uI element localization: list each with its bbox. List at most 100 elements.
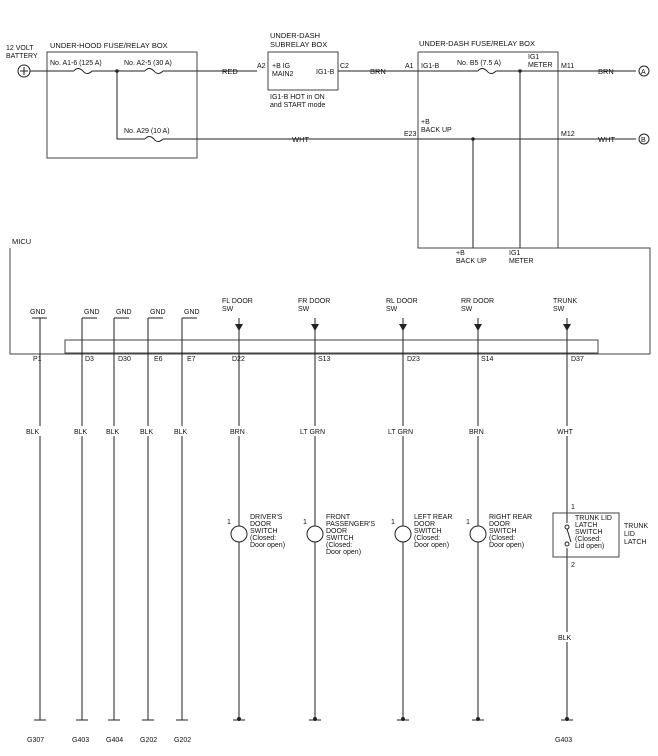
backup-label-2: BACK UP [421, 127, 452, 134]
door-switch-fl: FL DOOR SW D22 BRN 1 DRIVER'S DOOR SWITC… [222, 298, 285, 721]
diode-icon [399, 324, 407, 331]
fuse-a29-feed [116, 71, 473, 140]
gnd-label: GND [84, 309, 100, 316]
trunk-latch-box [552, 512, 620, 558]
trunk-inner-2: LATCH [575, 522, 597, 529]
pin-c2: C2 [340, 63, 349, 70]
door-switch-icon [469, 525, 487, 543]
trunk-wire-color: WHT [557, 429, 574, 436]
pin-m11: M11 [561, 63, 574, 70]
fuse-b5-label: No. B5 (7.5 A) [457, 60, 501, 67]
trunk-inner-3: SWITCH [575, 529, 603, 536]
pin-a2: A2 [257, 63, 266, 70]
pin-label: D23 [407, 356, 420, 363]
switch-name-1: RIGHT REAR [489, 514, 532, 521]
connector-b [638, 133, 650, 145]
relay-label-2: MAIN2 [272, 71, 294, 78]
switch-name-4: SWITCH [326, 535, 354, 542]
battery-label-1: 12 VOLT [6, 45, 34, 52]
battery-label-2: BATTERY [6, 53, 38, 60]
ground-circuit-p1: GND P1 BLK G307 [26, 309, 54, 744]
relay-note-1: IG1-B HOT in ON [270, 94, 325, 101]
wire-color: BRN [469, 429, 484, 436]
switch-name-5: Door open) [414, 542, 449, 549]
backup-label-1: +B [421, 119, 430, 126]
switch-name-1: FRONT [326, 514, 351, 521]
pin-e23: E23 [404, 131, 417, 138]
ig1b-label: IG1-B [421, 63, 440, 70]
trunk-inner-4: (Closed: [575, 536, 601, 543]
ig1-meter-label-1: IG1 [528, 54, 539, 61]
switch-name-3: SWITCH [414, 528, 442, 535]
trunk-sw-label-2: SW [553, 306, 565, 313]
switch-name-2: DOOR [250, 521, 271, 528]
subrelay-title-2: SUBRELAY BOX [270, 40, 327, 49]
wire-color: BLK [106, 429, 120, 436]
pin-label: S13 [318, 356, 331, 363]
micu-connector-strip [64, 339, 599, 354]
micu-backup-2: BACK UP [456, 258, 487, 265]
pin-label: P1 [33, 356, 42, 363]
switch-name-5: Door open) [489, 542, 524, 549]
ground-id: G202 [140, 737, 157, 744]
sw-label-1: FL DOOR [222, 298, 253, 305]
pin-label: E6 [154, 356, 163, 363]
diode-icon [311, 324, 319, 331]
connector-a [638, 65, 650, 77]
ground-circuit-e6: GND E6 BLK G202 [138, 309, 166, 744]
door-switch-rr: RR DOOR SW S14 BRN 1 RIGHT REAR DOOR SWI… [461, 298, 532, 721]
fuse-a16-symbol [73, 68, 93, 74]
relay-label-1: +B IG [272, 63, 290, 70]
fuse-a25-symbol [144, 68, 164, 74]
diode-icon [474, 324, 482, 331]
trunk-ground-id: G403 [555, 737, 572, 744]
ground-id: G307 [27, 737, 44, 744]
ground-circuits: GND P1 BLK G307 GND D3 BLK G403 GND D30 … [26, 309, 200, 744]
trunk-inner-5: Lid open) [575, 543, 604, 550]
battery: 12 VOLT BATTERY [6, 45, 38, 78]
pin-label: E7 [187, 356, 196, 363]
trunk-term-bot: 2 [571, 562, 575, 569]
switch-name-1: DRIVER'S [250, 514, 283, 521]
door-switch-icon [394, 525, 412, 543]
trunk-sw-label-1: TRUNK [553, 298, 577, 305]
ig1-meter-label-2: METER [528, 62, 553, 69]
under-dash-box-right [418, 51, 559, 236]
switch-name-5: Door open) [250, 542, 285, 549]
switch-name-2: DOOR [489, 521, 510, 528]
sw-label-2: SW [222, 306, 234, 313]
switch-name-3: SWITCH [489, 528, 517, 535]
fuse-a29-label: No. A29 (10 A) [124, 128, 170, 135]
switch-name-4: (Closed: [250, 535, 276, 542]
wire-red-label: RED [222, 67, 238, 76]
micu-meter-2: METER [509, 258, 534, 265]
micu-box [9, 236, 651, 355]
gnd-label: GND [150, 309, 166, 316]
trunk-switch-circuit: TRUNK SW D37 WHT 1 TRUNK LID LATCH SWITC… [552, 298, 648, 744]
wire-color: BLK [140, 429, 154, 436]
switch-name-4: (Closed: [489, 535, 515, 542]
switch-name-2: DOOR [414, 521, 435, 528]
under-hood-box-label: UNDER-HOOD FUSE/RELAY BOX [50, 41, 168, 50]
under-dash-box-label: UNDER-DASH FUSE/RELAY BOX [419, 39, 535, 48]
switch-name-6: Door open) [326, 549, 361, 556]
wire-wht-label: WHT [292, 135, 309, 144]
switch-name-1: LEFT REAR [414, 514, 452, 521]
micu-meter-1: IG1 [509, 250, 520, 257]
trunk-wire-bot: BLK [558, 635, 572, 642]
switch-name-4: (Closed: [414, 535, 440, 542]
relay-note-2: and START mode [270, 102, 325, 109]
diode-icon [235, 324, 243, 331]
ground-circuit-e7: GND E7 BLK G202 [172, 309, 200, 744]
fuse-a25-label: No. A2-5 (30 A) [124, 60, 172, 67]
switch-name-2: PASSENGER'S [326, 521, 375, 528]
micu-backup-1: +B [456, 250, 465, 257]
ground-id: G404 [106, 737, 123, 744]
gnd-label: GND [184, 309, 200, 316]
switch-name-5: (Closed: [326, 542, 352, 549]
pin-m12: M12 [561, 131, 575, 138]
sw-label-2: SW [298, 306, 310, 313]
trunk-outer-3: LATCH [624, 539, 646, 546]
sw-label-1: RR DOOR [461, 298, 494, 305]
